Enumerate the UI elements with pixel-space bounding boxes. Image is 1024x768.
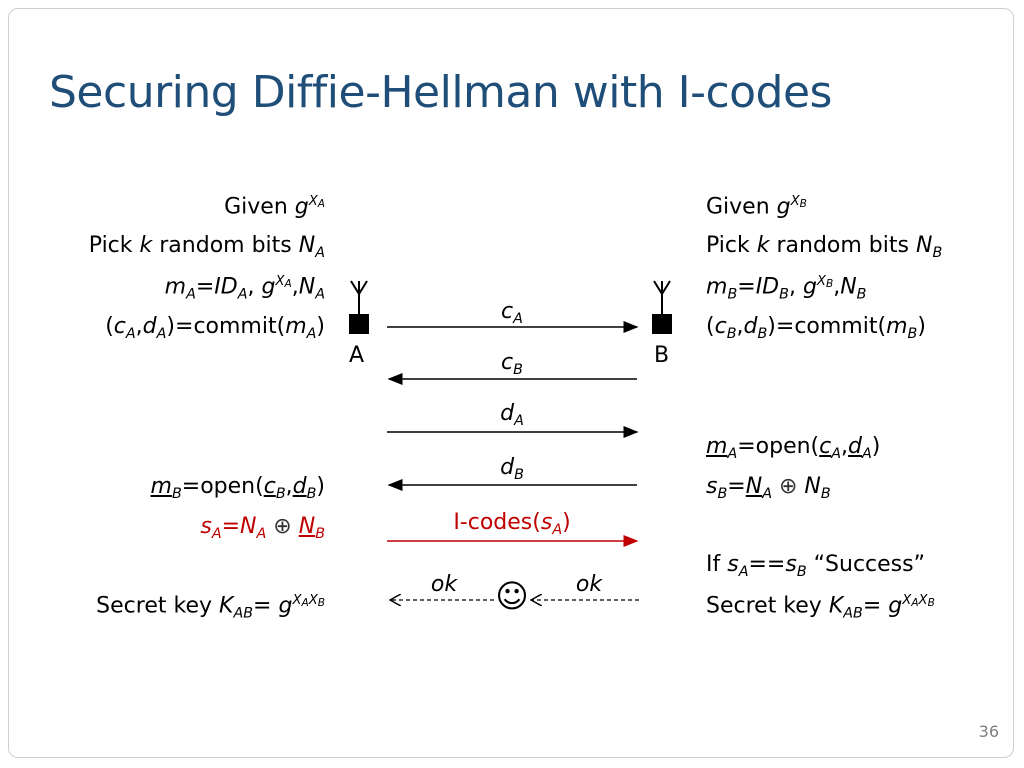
right-check: If sA==sB “Success” — [706, 552, 925, 580]
left-open: mB=open(cB,dB) — [150, 474, 325, 502]
message-da-label: dA — [500, 401, 524, 429]
right-message: mB=IDB, gXB,NB — [706, 274, 867, 303]
slide-title: Securing Diffie-Hellman with I-codes — [49, 67, 832, 118]
left-given: Given gXA — [224, 194, 325, 220]
ok-left-label: ok — [430, 572, 458, 597]
message-icodes-label: I-codes(sA) — [453, 510, 571, 538]
left-message: mA=IDA, gXA,NA — [164, 274, 325, 303]
right-secret-key: Secret key KAB= gXAXB — [706, 593, 935, 622]
right-open: mA=open(cA,dA) — [706, 434, 881, 462]
protocol-diagram — [349, 280, 672, 758]
message-ca-label: cA — [501, 299, 523, 327]
right-sas: sB=NA ⊕ NB — [706, 474, 831, 502]
device-a-icon — [349, 280, 369, 334]
page-number: 36 — [978, 722, 999, 741]
party-a-label: A — [349, 343, 365, 368]
message-db-label: dB — [500, 455, 524, 483]
party-b-label: B — [654, 343, 670, 368]
left-secret-key: Secret key KAB= gXAXB — [96, 593, 325, 622]
slide: Securing Diffie-Hellman with I-codes Giv… — [8, 8, 1014, 758]
left-pick: Pick k random bits NA — [88, 233, 325, 261]
device-b-icon — [652, 280, 672, 334]
right-commit: (cB,dB)=commit(mB) — [706, 314, 926, 342]
left-sas: sA=NA ⊕ NB — [200, 514, 325, 542]
right-pick: Pick k random bits NB — [706, 233, 943, 261]
smiley-icon: ☺ — [495, 577, 529, 615]
left-commit: (cA,dA)=commit(mA) — [105, 314, 325, 342]
ok-right-label: ok — [575, 572, 603, 597]
message-cb-label: cB — [501, 350, 523, 378]
right-given: Given gXB — [706, 194, 807, 220]
